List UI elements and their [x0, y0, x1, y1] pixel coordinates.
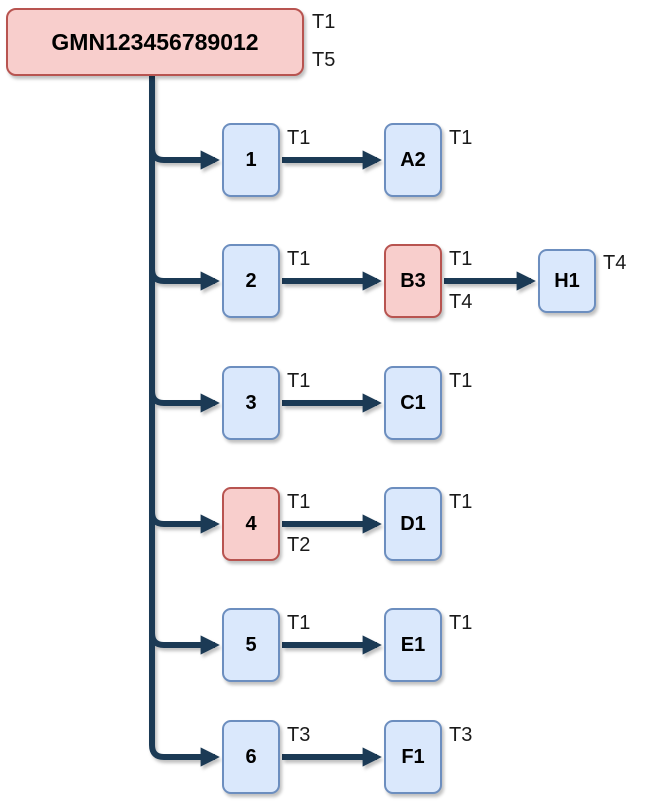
tag-label: T1: [449, 127, 473, 149]
node-label: C1: [400, 391, 426, 414]
root-node: GMN123456789012: [6, 8, 304, 76]
branch-connector: [149, 390, 220, 413]
node-label: B3: [400, 269, 426, 292]
tag-label: T1: [449, 248, 473, 270]
tag-label: T1: [449, 612, 473, 634]
node-label: 2: [245, 269, 257, 292]
tree-node: 1: [222, 123, 280, 197]
node-label: F1: [401, 745, 425, 768]
node-label: A2: [400, 148, 426, 171]
node-label: 5: [245, 633, 257, 656]
tag-label: T1: [449, 370, 473, 392]
tag-label: T1: [287, 127, 311, 149]
tree-node: 6: [222, 720, 280, 794]
node-label: GMN123456789012: [51, 28, 259, 55]
node-label: H1: [554, 269, 580, 292]
node-label: D1: [400, 512, 426, 535]
tree-node: C1: [384, 366, 442, 440]
tag-label: T1: [287, 248, 311, 270]
tag-label: T3: [287, 724, 311, 746]
branch-connector: [149, 511, 220, 534]
tree-node: H1: [538, 249, 596, 313]
tag-label: T3: [449, 724, 473, 746]
tag-label: T4: [603, 252, 627, 274]
tree-node: 5: [222, 608, 280, 682]
tree-node: F1: [384, 720, 442, 794]
tag-label: T4: [449, 291, 473, 313]
tree-node: B3: [384, 244, 442, 318]
branch-connector: [149, 268, 220, 291]
tag-label: T1: [312, 11, 336, 33]
tag-label: T2: [287, 534, 311, 556]
branch-connector: [149, 632, 220, 655]
node-label: 1: [245, 148, 257, 171]
tree-node: A2: [384, 123, 442, 197]
node-label: 6: [245, 745, 257, 768]
branch-connector: [149, 147, 220, 170]
tag-label: T1: [449, 491, 473, 513]
tree-node: 3: [222, 366, 280, 440]
tree-node: 2: [222, 244, 280, 318]
node-label: E1: [400, 633, 426, 656]
tag-label: T1: [287, 612, 311, 634]
node-label: 3: [245, 391, 257, 414]
tag-label: T5: [312, 49, 336, 71]
tree-node: 4: [222, 487, 280, 561]
tag-label: T1: [287, 491, 311, 513]
trunk-connector: [149, 76, 220, 767]
node-label: 4: [245, 512, 257, 535]
tree-node: E1: [384, 608, 442, 682]
tree-node: D1: [384, 487, 442, 561]
tag-label: T1: [287, 370, 311, 392]
